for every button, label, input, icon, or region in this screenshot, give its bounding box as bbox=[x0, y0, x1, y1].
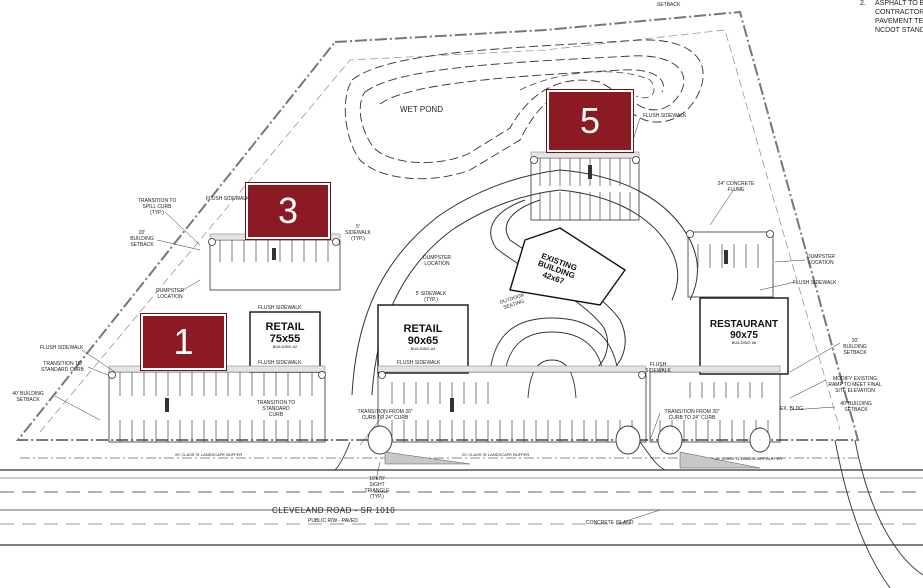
building-2-tag: BUILDING #2 bbox=[272, 344, 298, 350]
road-name: CLEVELAND ROAD - SR 1010 bbox=[272, 506, 396, 515]
callout-setback-20-left: 20' BUILDING SETBACK bbox=[130, 230, 154, 248]
entrance-curbs bbox=[334, 441, 666, 471]
callout-sight-triangle: 10'x70' SIGHT TRIANGLE (TYP.) bbox=[364, 476, 390, 500]
building-4-footprint bbox=[377, 304, 469, 374]
callout-buffer-left: 20' CLASS 'B' LANDSCAPE BUFFER bbox=[175, 452, 243, 457]
callout-transition-standard-left: TRANSITION TO STANDARD CURB bbox=[41, 361, 84, 373]
general-note-line-4: NCDOT STAND bbox=[875, 27, 923, 34]
site-badge-1[interactable]: 1 bbox=[140, 313, 227, 371]
general-note-line-2: CONTRACTOR bbox=[875, 9, 923, 16]
callout-setback-40-left: 40' BUILDING SETBACK bbox=[12, 391, 44, 403]
building-4-label: RETAIL 90x65 BUILDING #4 bbox=[378, 323, 468, 352]
callout-sidewalk-5-typ: 5' SIDEWALK (TYP.) bbox=[345, 224, 371, 242]
callout-flush-sidewalk-b4: FLUSH SIDEWALK bbox=[397, 360, 441, 366]
site-badge-5[interactable]: 5 bbox=[546, 89, 634, 153]
cleveland-road bbox=[0, 439, 923, 588]
general-note-line-3: PAVEMENT TES bbox=[875, 18, 923, 25]
callout-flush-sidewalk-b2: FLUSH SIDEWALK bbox=[258, 305, 302, 311]
building-4-size: 90x65 bbox=[407, 334, 439, 347]
building-6-tag: BUILDING #6 bbox=[731, 340, 757, 345]
site-badge-3[interactable]: 3 bbox=[245, 182, 331, 240]
general-note-line-1: ASPHALT TO B bbox=[875, 0, 923, 7]
wet-pond-label: WET POND bbox=[400, 105, 443, 114]
general-note-number: 2. bbox=[860, 0, 866, 7]
building-2-label: RETAIL 75x55 BUILDING #2 bbox=[250, 321, 320, 350]
callout-buffer-mid: 20' CLASS 'B' LANDSCAPE BUFFER bbox=[462, 452, 530, 457]
wet-pond-contours bbox=[344, 39, 704, 180]
road-subtitle: PUBLIC R/W - PAVED bbox=[308, 518, 358, 524]
callout-dumpster-mid: DUMPSTER LOCATION bbox=[422, 255, 452, 267]
callout-transition-30-left: TRANSITION FROM 30" CURB TO 24" CURB bbox=[357, 409, 413, 421]
callout-transition-standard-b2: TRANSITION TO STANDARD CURB bbox=[256, 400, 296, 418]
callout-flush-sidewalk-b2-low: FLUSH SIDEWALK bbox=[258, 360, 302, 366]
property-boundary bbox=[15, 10, 860, 441]
callout-buffer-right: 20' CLASS 'B' LANDSCAPE BUFFER bbox=[715, 456, 783, 461]
wet-pond-inner bbox=[519, 71, 655, 99]
callout-concrete-flume: 24" CONCRETE FLUME bbox=[717, 181, 755, 193]
callout-flush-sidewalk-b6: FLUSH SIDEWALK bbox=[645, 362, 671, 374]
building-2-name: RETAIL bbox=[265, 321, 305, 333]
existing-building-footprint bbox=[509, 227, 626, 306]
building-6-footprint bbox=[699, 297, 789, 375]
callout-ex-bldg: EX. BLDG. bbox=[780, 406, 805, 412]
accessible-parking-marks bbox=[165, 165, 728, 412]
building-outlines bbox=[249, 227, 789, 375]
setback-line bbox=[39, 29, 841, 433]
callout-dumpster-left: DUMPSTER LOCATION bbox=[155, 288, 185, 300]
callout-setback-top: SETBACK bbox=[657, 2, 681, 8]
callout-concrete-island: CONCRETE ISLAND bbox=[586, 520, 634, 526]
callout-flush-sidewalk-top: FLUSH SIDEWALK bbox=[643, 113, 687, 119]
landscape-islands bbox=[367, 425, 771, 455]
building-6-name: RESTAURANT bbox=[709, 319, 779, 330]
parking-stall-lines bbox=[119, 158, 769, 442]
callout-flush-sidewalk-3: FLUSH SIDEWALK bbox=[206, 196, 250, 202]
callout-dumpster-right: DUMPSTER LOCATION bbox=[806, 254, 836, 266]
callout-setback-40-right: 40' BUILDING SETBACK bbox=[840, 401, 872, 413]
light-poles bbox=[108, 156, 774, 379]
callout-transition-30-right: TRANSITION FROM 30" CURB TO 24" CURB bbox=[664, 409, 720, 421]
building-4-tag: BUILDING #4 bbox=[410, 346, 436, 352]
sight-triangle-left bbox=[384, 451, 471, 465]
courtyard-arcs bbox=[489, 317, 619, 399]
building-6-size: 90x75 bbox=[730, 329, 758, 341]
sight-triangle-right bbox=[679, 451, 761, 469]
callout-flush-sidewalk-right: FLUSH SIDEWALK bbox=[793, 280, 837, 286]
callout-flush-sidewalk-left: FLUSH SIDEWALK bbox=[40, 345, 84, 351]
building-4-name: RETAIL bbox=[403, 323, 443, 335]
building-2-size: 75x55 bbox=[269, 332, 301, 345]
callout-transition-spill: TRANSITION TO SPILL CURB (TYP.) bbox=[137, 198, 177, 216]
callout-modify-ramp: MODIFY EXISTING RAMP TO MEET FINAL SITE … bbox=[828, 376, 882, 394]
callout-sidewalk-5-typ-mid: 5' SIDEWALK (TYP.) bbox=[415, 291, 447, 303]
callout-setback-20-right: 20' BUILDING SETBACK bbox=[843, 338, 867, 356]
building-6-label: RESTAURANT 90x75 BUILDING #6 bbox=[700, 319, 788, 345]
building-2-footprint bbox=[249, 311, 321, 373]
